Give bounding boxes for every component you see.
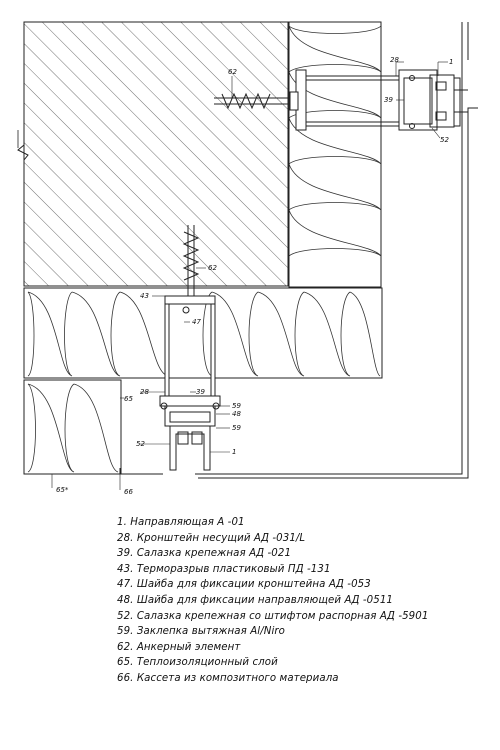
bottom-bracket-assembly xyxy=(159,225,221,471)
callout-47: 47 xyxy=(192,318,201,326)
legend-item: 59. Заклепка вытяжная Al/Niro xyxy=(117,626,286,638)
callout-1-top: 1 xyxy=(449,58,453,66)
legend-item: 39. Салазка крепежная АД -021 xyxy=(117,548,292,560)
callout-52-bottom: 52 xyxy=(136,440,145,448)
callout-62-top: 62 xyxy=(228,68,237,76)
insulation-layer-left xyxy=(24,382,121,474)
concrete-wall xyxy=(17,21,289,287)
callout-28-top: 28 xyxy=(390,56,399,64)
callout-39-top: 39 xyxy=(384,96,393,104)
callout-39-bottom: 39 xyxy=(196,388,205,396)
insulation-layer-top xyxy=(289,22,381,267)
legend-item: 62. Анкерный элемент xyxy=(117,641,241,653)
callout-59-b: 59 xyxy=(232,424,241,432)
legend-item: 1. Направляющая А -01 xyxy=(117,517,245,528)
composite-cassette-cladding xyxy=(119,22,478,479)
legend-item: 47. Шайба для фиксации кронштейна АД -05… xyxy=(117,579,371,591)
legend-item: 66. Кассета из композитного материала xyxy=(117,672,339,684)
callout-28-bottom: 28 xyxy=(140,388,149,396)
callout-65: 65 xyxy=(124,395,133,403)
callout-65-star: 65* xyxy=(56,486,69,494)
callout-62-mid: 62 xyxy=(208,264,217,272)
callout-66: 66 xyxy=(124,488,133,496)
legend-item: 43. Терморазрыв пластиковый ПД -131 xyxy=(117,563,331,575)
callout-leaders xyxy=(51,61,448,490)
callout-48: 48 xyxy=(232,410,241,418)
legend-item: 65. Теплоизоляционный слой xyxy=(117,657,278,669)
callout-52-top: 52 xyxy=(440,136,449,144)
legend-item: 28. Кронштейн несущий АД -031/L xyxy=(117,532,306,544)
top-bracket-assembly xyxy=(214,69,468,131)
callout-43: 43 xyxy=(140,292,149,300)
parts-legend: 1. Направляющая А -01 28. Кронштейн несу… xyxy=(117,515,487,687)
legend-item: 52. Салазка крепежная со штифтом распорн… xyxy=(117,610,429,622)
insulation-layer-bottom xyxy=(24,290,382,378)
callout-59-a: 59 xyxy=(232,402,241,410)
legend-item: 48. Шайба для фиксации направляющей АД -… xyxy=(117,594,394,606)
callout-1-bottom: 1 xyxy=(232,448,236,456)
facade-corner-section-drawing: 1 28 39 52 62 62 43 47 28 39 65 59 48 59… xyxy=(17,21,478,496)
